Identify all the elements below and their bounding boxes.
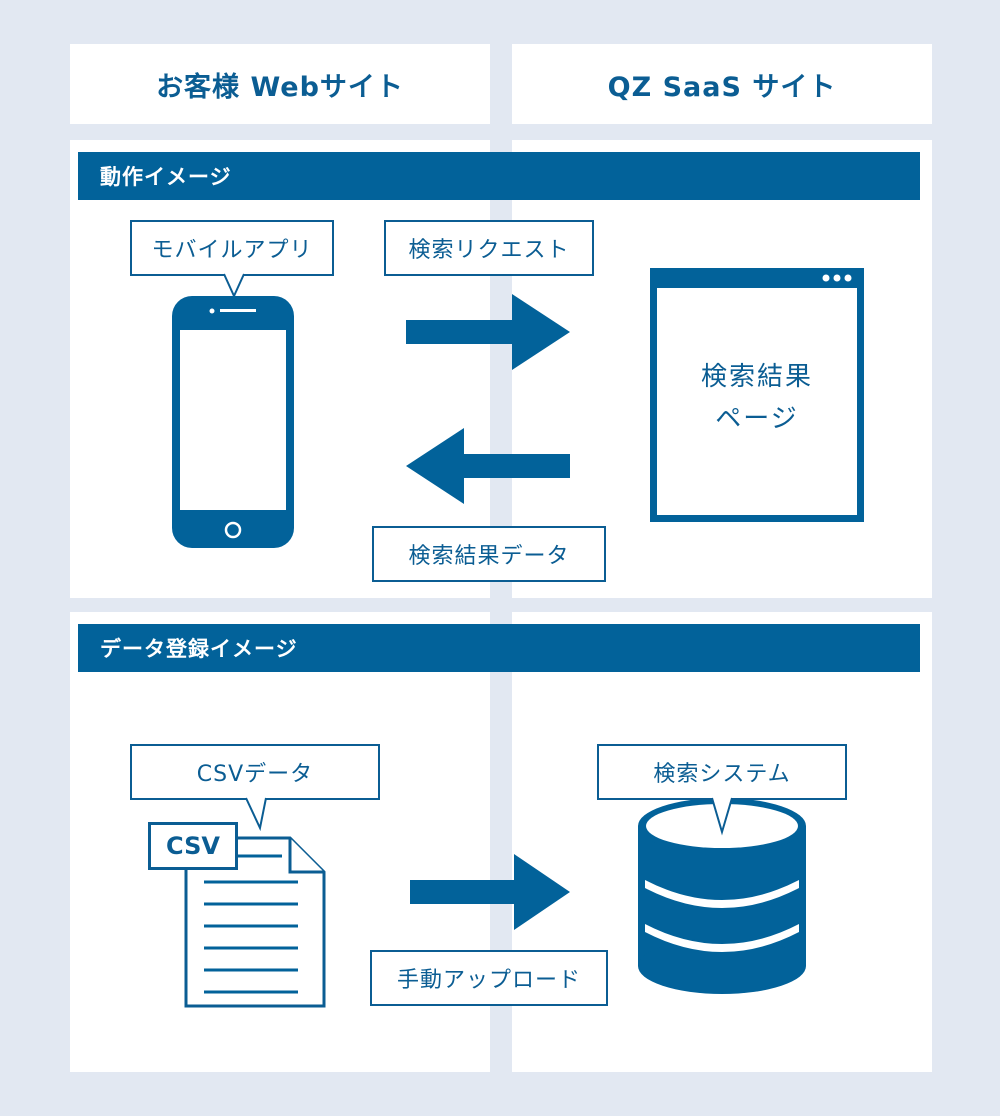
- search-system-label-text: 検索システム: [653, 762, 791, 787]
- csv-file-tag-text: CSV: [166, 832, 220, 860]
- csv-label-pointer: [245, 797, 267, 832]
- data-section-bar: データ登録イメージ: [78, 624, 920, 672]
- mobile-app-label-text: モバイルアプリ: [151, 238, 313, 263]
- smartphone-icon: [172, 296, 294, 548]
- left-column-title: お客様 Webサイト: [156, 71, 404, 103]
- operation-section-bar: 動作イメージ: [78, 152, 920, 200]
- upload-arrow-icon: [410, 854, 570, 930]
- right-column-header: QZ SaaS サイト: [512, 44, 932, 124]
- result-page-line2: ページ: [715, 404, 799, 434]
- csv-data-label-text: CSVデータ: [196, 762, 314, 787]
- manual-upload-label: 手動アップロード: [370, 950, 608, 1006]
- operation-section-title: 動作イメージ: [100, 165, 232, 189]
- mobile-app-label: モバイルアプリ: [130, 220, 334, 276]
- manual-upload-label-text: 手動アップロード: [396, 968, 581, 993]
- search-result-data-label-text: 検索結果データ: [408, 544, 570, 569]
- search-request-label: 検索リクエスト: [384, 220, 594, 276]
- result-page-text: 検索結果 ページ: [657, 356, 857, 440]
- system-label-pointer: [711, 797, 733, 836]
- csv-data-label: CSVデータ: [130, 744, 380, 800]
- arrow-right-icon: [406, 294, 570, 370]
- left-column-header: お客様 Webサイト: [70, 44, 490, 124]
- search-system-label: 検索システム: [597, 744, 847, 800]
- csv-document-icon: [184, 836, 326, 1008]
- right-column-title: QZ SaaS サイト: [607, 71, 837, 103]
- csv-file-tag: CSV: [148, 822, 238, 870]
- mobile-label-pointer: [223, 273, 245, 299]
- browser-window-icon: [650, 268, 864, 522]
- search-result-data-label: 検索結果データ: [372, 526, 606, 582]
- arrow-left-icon: [406, 428, 570, 504]
- data-section-title: データ登録イメージ: [100, 637, 298, 661]
- result-page-line1: 検索結果: [700, 362, 813, 392]
- search-request-label-text: 検索リクエスト: [408, 238, 570, 263]
